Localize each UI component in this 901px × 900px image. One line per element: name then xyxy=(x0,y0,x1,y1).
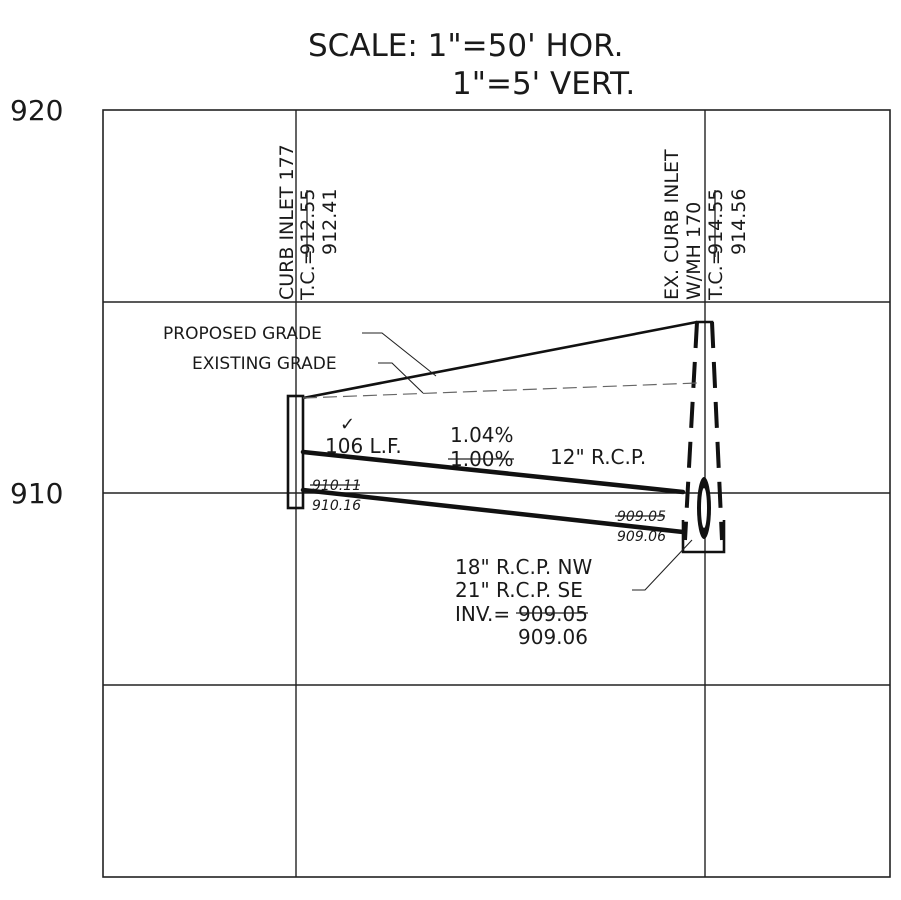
outlet-pipe-ellipse-inner xyxy=(701,488,707,528)
right-inv-old: 909.05 xyxy=(617,509,666,525)
outlet-note-line2: 21" R.C.P. SE xyxy=(455,578,583,602)
left-structure-name: CURB INLET 177 xyxy=(276,144,298,300)
right-structure-tc-prefix: T.C.= xyxy=(705,249,727,301)
existing-grade-label: EXISTING GRADE xyxy=(192,354,337,374)
left-inv-new: 910.16 xyxy=(312,498,361,514)
existing-grade-leader xyxy=(378,362,424,394)
right-structure-name-line2: W/MH 170 xyxy=(683,202,705,300)
elevation-label-920: 920 xyxy=(10,94,63,127)
pipe-invert-line xyxy=(300,487,686,535)
pipe-length: 106 L.F. xyxy=(325,434,402,458)
right-structure-labels: EX. CURB INLET W/MH 170 T.C.= 914.55 914… xyxy=(661,149,750,301)
outlet-note-inv-old: 909.05 xyxy=(518,602,588,626)
right-structure-tc-new: 914.56 xyxy=(728,189,750,255)
right-structure-tc-old: 914.55 xyxy=(705,189,727,255)
outlet-note-inv-prefix: INV.= xyxy=(455,602,510,626)
elevation-label-910: 910 xyxy=(10,477,63,510)
scale-vertical: 1"=5' VERT. xyxy=(452,66,635,102)
left-structure-tc-prefix: T.C.= xyxy=(297,249,319,301)
proposed-grade-label: PROPOSED GRADE xyxy=(163,324,322,344)
pipe-check-mark: ✓ xyxy=(340,414,355,435)
proposed-grade-leader xyxy=(362,332,437,377)
right-inv-new: 909.06 xyxy=(617,529,666,545)
scale-horizontal: SCALE: 1"=50' HOR. xyxy=(308,28,623,64)
outlet-note-leader xyxy=(632,539,693,591)
left-structure-tc-old: 912.55 xyxy=(297,189,319,255)
existing-grade-line xyxy=(302,382,698,399)
left-structure-labels: CURB INLET 177 T.C.= 912.55 912.41 xyxy=(276,144,341,301)
left-structure-tc-new: 912.41 xyxy=(319,189,341,255)
outlet-note-inv-new: 909.06 xyxy=(518,625,588,649)
left-inv-old: 910.11 xyxy=(312,478,361,494)
pipe-crown-line xyxy=(300,449,686,495)
pipe-slope-new: 1.04% xyxy=(450,423,514,447)
outlet-note-line1: 18" R.C.P. NW xyxy=(455,555,592,579)
proposed-grade-line xyxy=(302,320,698,400)
pipe-size: 12" R.C.P. xyxy=(550,445,646,469)
right-structure-name-line1: EX. CURB INLET xyxy=(661,149,683,300)
